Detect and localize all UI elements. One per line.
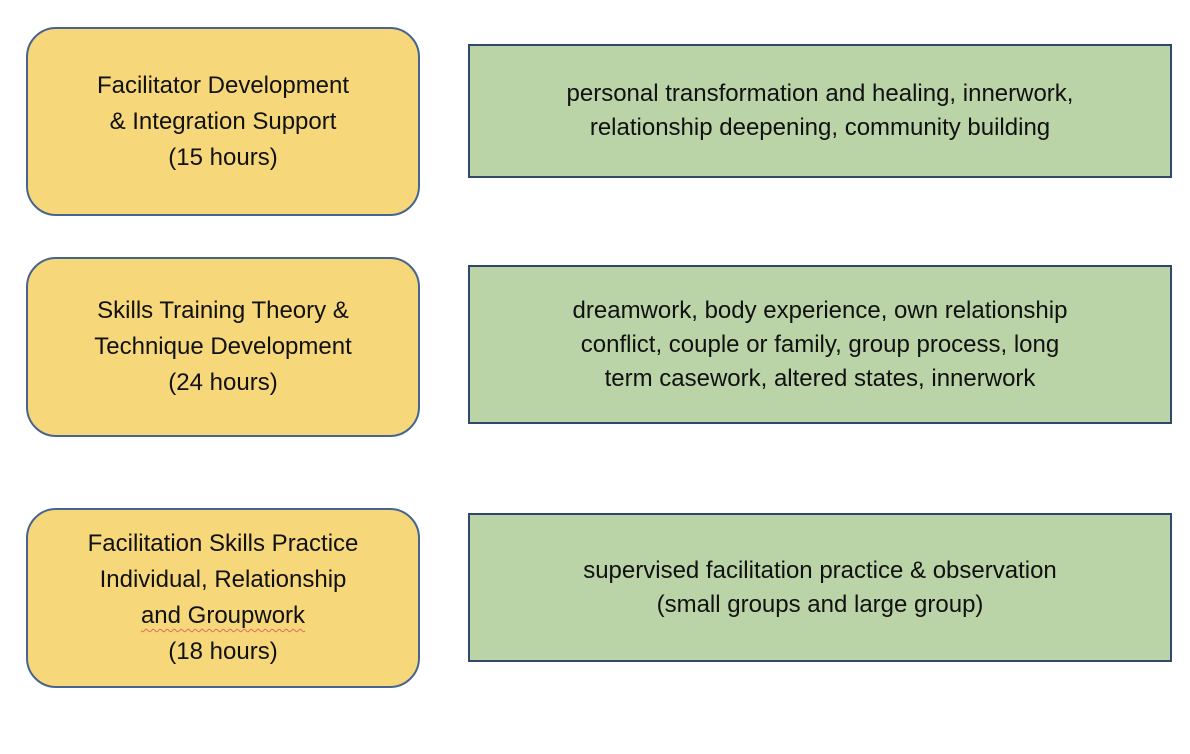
module-title-line: Facilitator Development xyxy=(96,71,350,99)
module-title-line-spellchecked: and Groupwork xyxy=(140,602,306,629)
module-box-facilitation-skills-practice: Facilitation Skills Practice Individual,… xyxy=(26,508,420,688)
module-title-line: Individual, Relationship xyxy=(99,566,347,593)
content-text-line: personal transformation and healing, inn… xyxy=(566,80,1074,107)
content-box-facilitator-development: personal transformation and healing, inn… xyxy=(468,44,1172,178)
content-text-line: relationship deepening, community buildi… xyxy=(589,114,1051,141)
content-text-line: (small groups and large group) xyxy=(656,590,984,618)
module-hours-line: (15 hours) xyxy=(168,143,278,171)
module-box-skills-training: Skills Training Theory & Technique Devel… xyxy=(26,257,420,437)
content-box-skills-training: dreamwork, body experience, own relation… xyxy=(468,265,1172,424)
module-hours-line: (24 hours) xyxy=(168,369,278,396)
module-title-line: Facilitation Skills Practice xyxy=(87,530,359,557)
content-text-line: supervised facilitation practice & obser… xyxy=(583,556,1057,584)
content-text-line: term casework, altered states, innerwork xyxy=(604,364,1036,392)
module-title-line: & Integration Support xyxy=(109,107,337,135)
content-text-line: conflict, couple or family, group proces… xyxy=(580,330,1060,358)
module-title-line: Technique Development xyxy=(94,333,352,360)
module-hours-line: (18 hours) xyxy=(168,638,278,665)
module-box-facilitator-development: Facilitator Development & Integration Su… xyxy=(26,27,420,216)
content-text-line: dreamwork, body experience, own relation… xyxy=(572,296,1068,324)
content-box-facilitation-skills-practice: supervised facilitation practice & obser… xyxy=(468,513,1172,662)
module-title-line: Skills Training Theory & xyxy=(97,297,349,324)
